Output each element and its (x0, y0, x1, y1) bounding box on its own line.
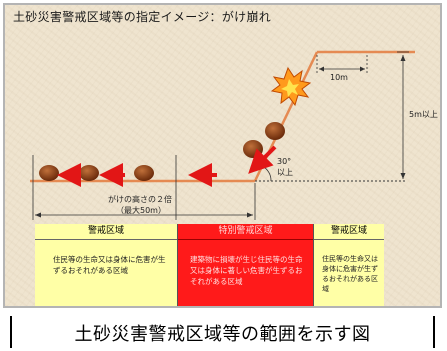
arrow-down-left-icon (248, 145, 277, 174)
warning-zone-right: 警戒区域 住民等の生命又は身体に危害が生ずるおそれがある区域 (314, 224, 384, 306)
slope-outline (30, 50, 415, 183)
diagram-frame: 土砂災害警戒区域等の指定イメージ：がけ崩れ 10m 5m以上 30° 以上 がけ… (3, 3, 442, 308)
zone-description: 建築物に損壊が生じ住民等の生命又は身体に著しい危害が生ずるおそれがある区域 (190, 255, 303, 286)
angle-sub-label: 以上 (277, 168, 293, 177)
angle-arc (261, 165, 272, 182)
diagram-title: 土砂災害警戒区域等の指定イメージ：がけ崩れ (13, 10, 272, 24)
zone-name: 警戒区域 (314, 224, 384, 240)
angle-label: 30° (277, 157, 292, 166)
base-label-line1: がけの高さの２倍 (108, 195, 172, 204)
rock-icon (265, 122, 285, 140)
height-dimension (397, 51, 409, 179)
cliff-diagram (30, 50, 415, 220)
zone-name: 特別警戒区域 (178, 224, 313, 240)
top-width-label: 10m (330, 73, 348, 82)
zone-description: 住民等の生命又は身体に危害が生ずるおそれがある区域 (53, 255, 166, 275)
base-dimension (35, 212, 253, 218)
rock-icon (134, 165, 154, 181)
caption-box: 土砂災害警戒区域等の範囲を示す図 (10, 316, 435, 348)
special-warning-zone: 特別警戒区域 建築物に損壊が生じ住民等の生命又は身体に著しい危害が生ずるおそれが… (178, 224, 314, 306)
zone-description: 住民等の生命又は身体に危害が生ずるおそれがある区域 (322, 255, 378, 293)
figure-caption: 土砂災害警戒区域等の範囲を示す図 (74, 324, 371, 345)
zone-name: 警戒区域 (35, 224, 177, 240)
top-width-dimension (316, 55, 368, 75)
rock-icon (39, 165, 59, 181)
base-label-line2: （最大50m） (116, 206, 166, 215)
warning-zone-left: 警戒区域 住民等の生命又は身体に危害が生ずるおそれがある区域 (35, 224, 178, 306)
rock-icon (79, 165, 99, 181)
rock-icon (243, 140, 263, 158)
height-label: 5m以上 (409, 110, 438, 119)
explosion-icon (270, 66, 312, 107)
